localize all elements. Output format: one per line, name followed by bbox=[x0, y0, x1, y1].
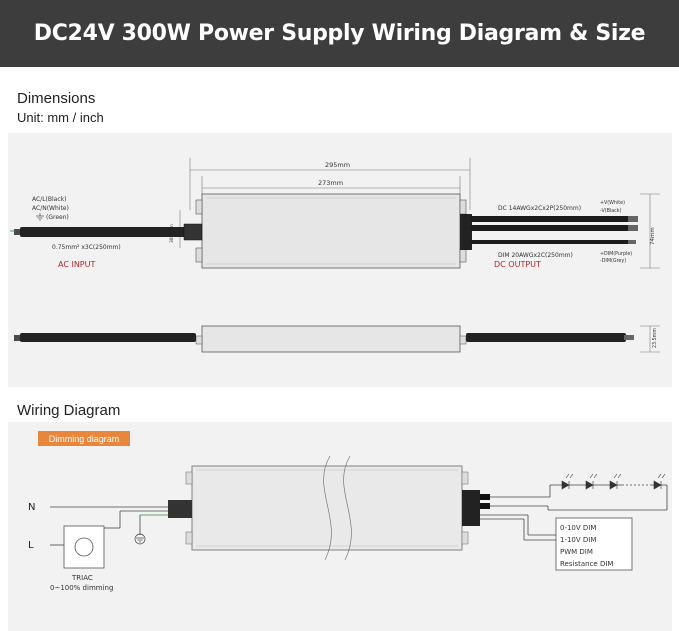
dc-cable-spec: DC 14AWGx2Cx2P(250mm) bbox=[498, 205, 581, 212]
dim-option-1-10v: 1-10V DIM bbox=[560, 536, 596, 544]
dim-option-resistance: Resistance DIM bbox=[560, 560, 613, 568]
n-label: N bbox=[28, 502, 35, 513]
wiring-dc-gland bbox=[462, 490, 480, 526]
dimming-diagram-badge: Dimming diagram bbox=[38, 431, 130, 446]
ac-label-l: AC/L(Black) bbox=[32, 196, 66, 203]
top-view: 295mm 273mm 74mm 38.5mm AC/L(Black) AC/N… bbox=[10, 158, 660, 269]
led-icon-2 bbox=[585, 473, 598, 490]
dim-option-pwm: PWM DIM bbox=[560, 548, 593, 556]
wiring-ac-gland bbox=[168, 500, 192, 518]
dc-output-label: DC OUTPUT bbox=[494, 260, 541, 269]
dim-options-box bbox=[555, 517, 633, 571]
title-banner: DC24V 300W Power Supply Wiring Diagram &… bbox=[0, 0, 679, 67]
ground-icon bbox=[36, 213, 44, 221]
dc-plus-label: +V(White) bbox=[600, 200, 625, 206]
dc-minus-label: -V(Black) bbox=[600, 208, 622, 214]
psu-body-top bbox=[201, 193, 461, 269]
psu-body-side bbox=[201, 325, 461, 353]
dim-minus-label: -DIM(Grey) bbox=[600, 258, 626, 264]
ac-cable-spec: 0.75mm² x3C(250mm) bbox=[52, 244, 121, 251]
unit-label: Unit: mm / inch bbox=[17, 110, 104, 125]
ac-label-g: (Green) bbox=[46, 214, 69, 221]
length-total-label: 295mm bbox=[325, 161, 350, 169]
ac-gland bbox=[183, 223, 203, 241]
ac-label-n: AC/N(White) bbox=[32, 205, 69, 212]
led-icon-1 bbox=[561, 473, 574, 490]
triac-sub-label: 0~100% dimming bbox=[50, 584, 113, 592]
page-title: DC24V 300W Power Supply Wiring Diagram &… bbox=[33, 21, 646, 46]
dim-cable-spec: DIM 20AWGx2C(250mm) bbox=[498, 252, 573, 259]
dim-option-0-10v: 0-10V DIM bbox=[560, 524, 596, 532]
dim-plus-label: +DIM(Purple) bbox=[600, 251, 632, 257]
height-label: 74mm bbox=[650, 227, 656, 245]
led-icon-3 bbox=[609, 473, 622, 490]
led-icon-4 bbox=[653, 473, 666, 490]
thickness-label: 23.5mm bbox=[652, 328, 658, 348]
side-view: 23.5mm bbox=[14, 325, 660, 353]
length-body-label: 273mm bbox=[318, 179, 343, 187]
triac-label: TRIAC bbox=[71, 574, 93, 582]
led-chain bbox=[561, 473, 666, 490]
wiring-title: Wiring Diagram bbox=[17, 402, 121, 419]
l-label: L bbox=[28, 540, 34, 551]
ground-symbol bbox=[134, 533, 146, 545]
psu-body-wiring bbox=[191, 465, 463, 551]
triac-knob-icon bbox=[74, 537, 94, 557]
ac-input-label: AC INPUT bbox=[58, 260, 95, 269]
dimensions-title: Dimensions bbox=[17, 90, 96, 107]
